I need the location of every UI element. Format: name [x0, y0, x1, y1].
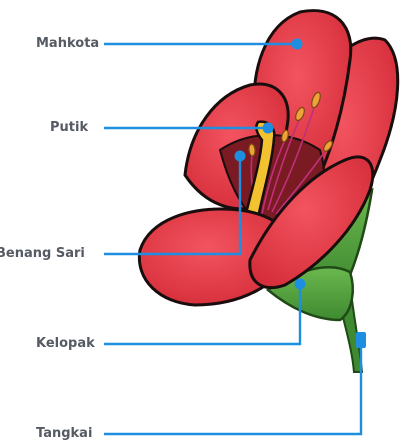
label-mahkota: Mahkota — [36, 36, 99, 52]
leader-dot-mahkota — [292, 39, 303, 50]
label-putik: Putik — [50, 120, 88, 136]
leader-dot-benang-sari — [235, 151, 246, 162]
leader-line-tangkai — [104, 340, 361, 434]
leader-dot-putik — [263, 123, 274, 134]
leader-dot-kelopak — [295, 279, 306, 290]
label-tangkai: Tangkai — [36, 426, 92, 442]
label-benang-sari: Benang Sari — [0, 246, 85, 262]
label-kelopak: Kelopak — [36, 336, 95, 352]
leader-dot-tangkai — [356, 332, 366, 348]
